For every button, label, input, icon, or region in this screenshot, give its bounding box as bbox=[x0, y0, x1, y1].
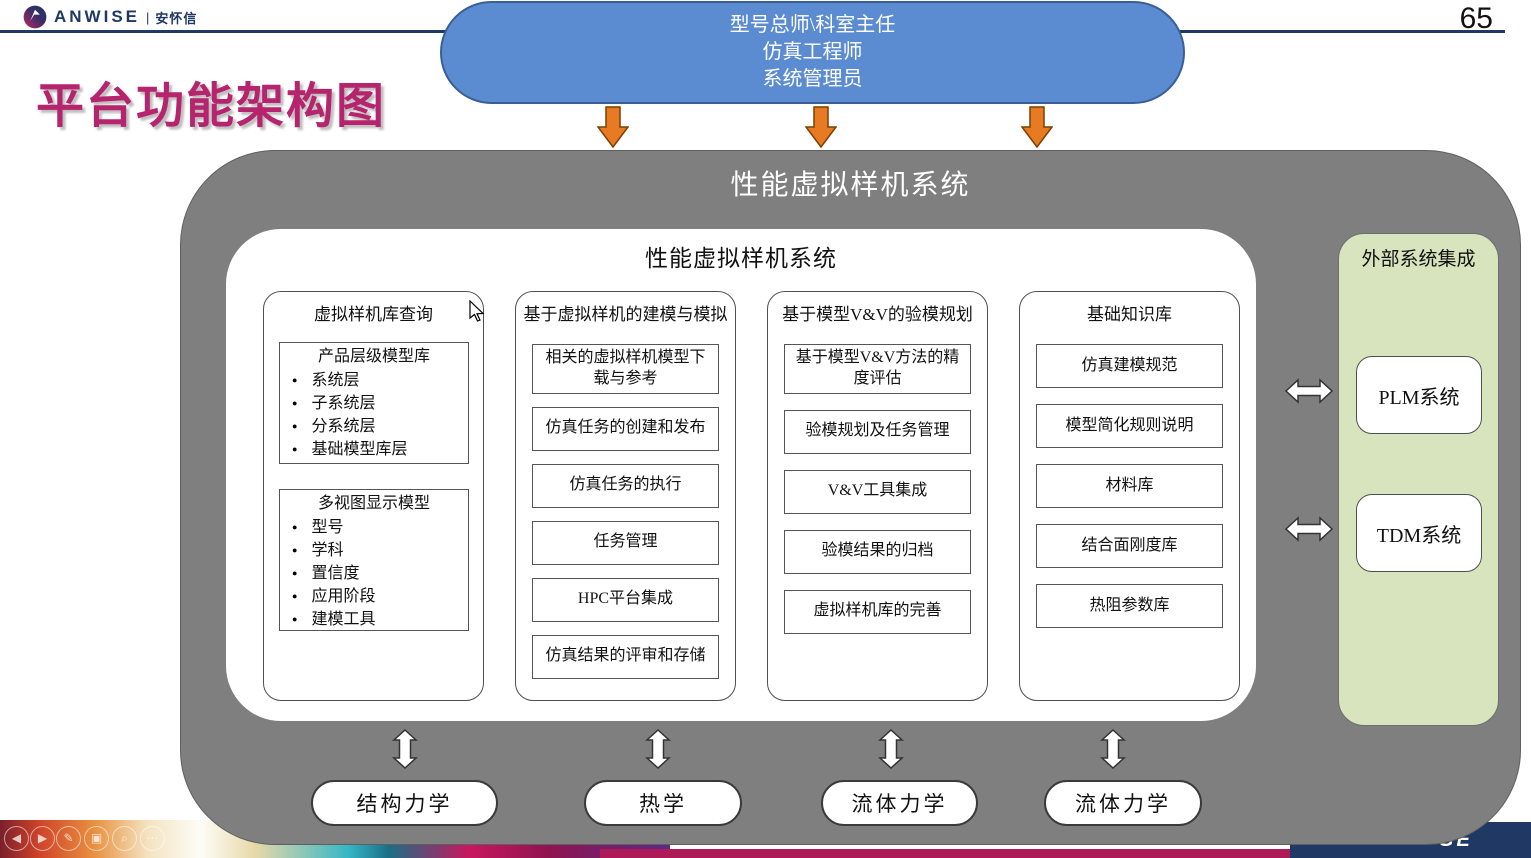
column-knowledge-base: 基础知识库 仿真建模规范 模型简化规则说明 材料库 结合面刚度库 热阻参数库 bbox=[1019, 291, 1240, 701]
tdm-system-box: TDM系统 bbox=[1356, 494, 1482, 572]
function-box: 任务管理 bbox=[532, 520, 719, 565]
function-box: 材料库 bbox=[1036, 464, 1223, 508]
frame-button[interactable]: ▣ bbox=[84, 826, 109, 851]
function-box: 相关的虚拟样机模型下载与参考 bbox=[532, 344, 719, 394]
down-arrow-icon bbox=[805, 106, 837, 148]
vertical-double-arrow-icon bbox=[878, 729, 904, 769]
external-systems-panel: 外部系统集成 PLM系统 TDM系统 bbox=[1338, 233, 1499, 726]
inner-container-title: 性能虚拟样机系统 bbox=[645, 246, 837, 271]
performance-vp-system-container: 性能虚拟样机系统 性能虚拟样机系统 虚拟样机库查询 产品层级模型库 系统层 子系… bbox=[180, 150, 1521, 845]
bullet-item: 型号 bbox=[311, 519, 344, 536]
model-library-levels-box: 产品层级模型库 系统层 子系统层 分系统层 基础模型库层 bbox=[279, 342, 469, 464]
footer-accent-bar bbox=[600, 849, 1300, 858]
logo-icon bbox=[23, 5, 47, 29]
mouse-cursor-icon bbox=[469, 300, 485, 322]
logo-chinese-text: 安怀信 bbox=[155, 10, 198, 26]
function-box: 验模结果的归档 bbox=[784, 529, 971, 574]
down-arrow-icon bbox=[597, 106, 629, 148]
prev-button[interactable]: ◀ bbox=[4, 826, 29, 851]
actors-oval: 型号总师\科室主任 仿真工程师 系统管理员 bbox=[440, 1, 1185, 104]
function-box: 验模规划及任务管理 bbox=[784, 409, 971, 454]
logo-brand-text: ANWISE bbox=[54, 7, 140, 26]
discipline-box-fluid-2: 流体力学 bbox=[1044, 780, 1202, 826]
slide-title: 平台功能架构图 bbox=[36, 80, 387, 133]
vertical-double-arrow-icon bbox=[645, 729, 671, 769]
group-heading: 多视图显示模型 bbox=[317, 495, 430, 512]
down-arrow-icon bbox=[1021, 106, 1053, 148]
actor-line: 仿真工程师 bbox=[762, 41, 863, 63]
bullet-item: 系统层 bbox=[311, 372, 360, 389]
bullet-item: 子系统层 bbox=[311, 395, 376, 412]
multi-view-model-box: 多视图显示模型 型号 学科 置信度 应用阶段 建模工具 bbox=[279, 489, 469, 631]
column-title: 基于模型V&V的验模规划 bbox=[782, 305, 973, 324]
function-box: 虚拟样机库的完善 bbox=[784, 589, 971, 634]
bullet-item: 基础模型库层 bbox=[311, 441, 408, 458]
function-box: V&V工具集成 bbox=[784, 469, 971, 514]
discipline-box-thermal: 热学 bbox=[584, 780, 742, 826]
external-panel-title: 外部系统集成 bbox=[1361, 249, 1476, 270]
function-box: 结合面刚度库 bbox=[1036, 524, 1223, 568]
bullet-item: 分系统层 bbox=[311, 418, 376, 435]
page-number: 65 bbox=[1459, 2, 1493, 35]
column-title: 基础知识库 bbox=[1087, 305, 1172, 324]
function-box: 仿真结果的评审和存储 bbox=[532, 634, 719, 679]
bullet-item: 建模工具 bbox=[311, 611, 376, 628]
plm-system-box: PLM系统 bbox=[1356, 356, 1482, 434]
column-vp-library-query: 虚拟样机库查询 产品层级模型库 系统层 子系统层 分系统层 基础模型库层 多视图… bbox=[263, 291, 484, 701]
company-logo: ANWISE | 安怀信 bbox=[22, 4, 197, 30]
column-title: 基于虚拟样机的建模与模拟 bbox=[523, 305, 728, 324]
column-modeling-simulation: 基于虚拟样机的建模与模拟 相关的虚拟样机模型下载与参考 仿真任务的创建和发布 仿… bbox=[515, 291, 736, 701]
bullet-item: 置信度 bbox=[311, 565, 360, 582]
bullet-item: 学科 bbox=[311, 542, 344, 559]
function-box: HPC平台集成 bbox=[532, 577, 719, 622]
logo-divider: | bbox=[146, 9, 150, 25]
group-heading: 产品层级模型库 bbox=[317, 348, 430, 365]
vertical-double-arrow-icon bbox=[1100, 729, 1126, 769]
zoom-button[interactable]: ⌕ bbox=[112, 826, 137, 851]
vertical-double-arrow-icon bbox=[392, 729, 418, 769]
discipline-box-structural: 结构力学 bbox=[311, 780, 498, 826]
pen-button[interactable]: ✎ bbox=[56, 826, 81, 851]
horizontal-double-arrow-icon bbox=[1285, 516, 1333, 542]
function-box: 仿真任务的执行 bbox=[532, 463, 719, 508]
actor-line: 型号总师\科室主任 bbox=[729, 14, 896, 36]
horizontal-double-arrow-icon bbox=[1285, 378, 1333, 404]
function-box: 热阻参数库 bbox=[1036, 584, 1223, 628]
column-vv-planning: 基于模型V&V的验模规划 基于模型V&V方法的精度评估 验模规划及任务管理 V&… bbox=[767, 291, 988, 701]
actor-line: 系统管理员 bbox=[762, 68, 863, 90]
bullet-item: 应用阶段 bbox=[311, 588, 376, 605]
outer-container-title: 性能虚拟样机系统 bbox=[730, 170, 971, 201]
column-title: 虚拟样机库查询 bbox=[314, 305, 433, 324]
next-button[interactable]: ▶ bbox=[30, 826, 55, 851]
inner-system-panel: 性能虚拟样机系统 虚拟样机库查询 产品层级模型库 系统层 子系统层 分系统层 基… bbox=[226, 229, 1256, 721]
more-button[interactable]: ⋯ bbox=[140, 826, 165, 851]
function-box: 仿真建模规范 bbox=[1036, 344, 1223, 388]
function-box: 基于模型V&V方法的精度评估 bbox=[784, 344, 971, 394]
discipline-box-fluid-1: 流体力学 bbox=[821, 780, 978, 826]
function-box: 仿真任务的创建和发布 bbox=[532, 406, 719, 451]
function-box: 模型简化规则说明 bbox=[1036, 404, 1223, 448]
